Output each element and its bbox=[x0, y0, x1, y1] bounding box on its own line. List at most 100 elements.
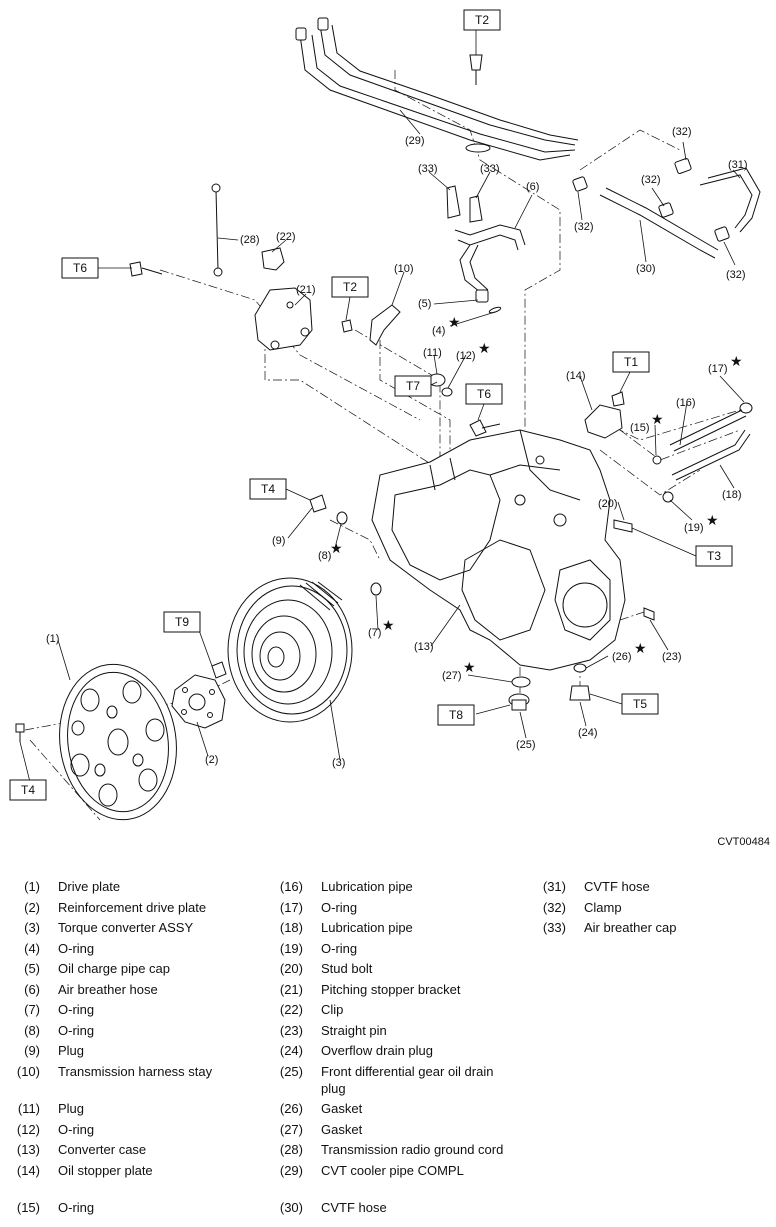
small-parts bbox=[309, 306, 753, 711]
legend-number: (28) bbox=[279, 1142, 303, 1157]
legend-number: (3) bbox=[24, 920, 40, 935]
legend-item: (24)Overflow drain plug bbox=[265, 1042, 521, 1059]
callout-32b: (32) bbox=[641, 174, 661, 186]
legend-name: Clip bbox=[321, 1002, 344, 1017]
cvtf-hoses bbox=[572, 158, 761, 259]
legend-name: Gasket bbox=[321, 1122, 363, 1137]
legend-name: Oil stopper plate bbox=[58, 1163, 153, 1178]
callout-33b: (33) bbox=[480, 163, 500, 175]
legend-item: (18)Lubrication pipe bbox=[265, 919, 521, 936]
svg-text:T1: T1 bbox=[624, 355, 638, 369]
callout-25: (25) bbox=[516, 739, 536, 751]
pipes-plate bbox=[584, 404, 751, 481]
callout-22: (22) bbox=[276, 231, 296, 243]
legend-name: O-ring bbox=[321, 941, 358, 956]
legend-name: Front differential gear oil drain plug bbox=[321, 1064, 494, 1096]
legend-item: (7)O-ring bbox=[2, 1001, 258, 1018]
legend-item: (27)Gasket bbox=[265, 1121, 521, 1138]
legend-item: (12)O-ring bbox=[2, 1121, 258, 1138]
legend-item: (22) Clip bbox=[265, 1001, 521, 1018]
legend-number: (4) bbox=[24, 941, 40, 956]
callout-8: (8) bbox=[318, 550, 331, 562]
torque-box-t1: T1 bbox=[612, 351, 650, 373]
legend-item: (11) Plug bbox=[2, 1100, 258, 1117]
legend-item: (29)CVT cooler pipe COMPL bbox=[265, 1162, 521, 1179]
legend-number: (1) bbox=[24, 879, 40, 894]
torque-box-t2-top: T2 bbox=[463, 9, 501, 31]
legend-name: Pitching stopper bracket bbox=[321, 982, 461, 997]
air-breather bbox=[446, 185, 526, 303]
legend-number: (24) bbox=[279, 1043, 303, 1058]
drive-plate bbox=[59, 663, 177, 821]
legend-number: (11) bbox=[17, 1101, 40, 1116]
callout-18: (18) bbox=[722, 489, 742, 501]
star-7: ★ bbox=[382, 618, 395, 634]
star-8: ★ bbox=[330, 541, 343, 557]
legend-name: Oil charge pipe cap bbox=[58, 961, 171, 976]
callout-17: (17) bbox=[708, 363, 728, 375]
svg-text:T2: T2 bbox=[343, 280, 357, 294]
legend-number: (23) bbox=[279, 1023, 303, 1038]
legend-item: (2)Reinforcement drive plate bbox=[2, 899, 258, 916]
legend-number: (14) bbox=[16, 1163, 40, 1178]
torque-box-t9: T9 bbox=[163, 611, 201, 633]
legend-name: CVTF hose bbox=[584, 879, 650, 894]
legend-name: O-ring bbox=[58, 1200, 95, 1215]
legend-name: Gasket bbox=[321, 1101, 363, 1116]
callout-14: (14) bbox=[566, 370, 586, 382]
callout-27: (27) bbox=[442, 670, 462, 682]
legend-number: (32) bbox=[542, 900, 566, 915]
legend-number: (16) bbox=[279, 879, 303, 894]
legend-number: (17) bbox=[279, 900, 303, 915]
legend-name: Plug bbox=[58, 1101, 85, 1116]
parts-legend: (1) Drive plate (2)Reinforcement drive pla… bbox=[0, 878, 776, 1223]
legend-number: (31) bbox=[542, 879, 566, 894]
svg-text:T6: T6 bbox=[477, 387, 491, 401]
legend-name: Straight pin bbox=[321, 1023, 387, 1038]
legend-number: (30) bbox=[279, 1200, 303, 1215]
legend-number: (2) bbox=[24, 900, 40, 915]
callout-21: (21) bbox=[296, 284, 316, 296]
svg-text:T6: T6 bbox=[73, 261, 87, 275]
svg-text:T4: T4 bbox=[21, 783, 35, 797]
callout-31: (31) bbox=[728, 159, 748, 171]
legend-number: (12) bbox=[16, 1122, 40, 1137]
callout-16: (16) bbox=[676, 397, 696, 409]
legend-number: (19) bbox=[279, 941, 303, 956]
legend-name: Lubrication pipe bbox=[321, 920, 413, 935]
legend-number: (6) bbox=[24, 982, 40, 997]
torque-box-t6-left: T6 bbox=[61, 257, 99, 279]
torque-box-t4-mid: T4 bbox=[249, 478, 287, 500]
svg-text:T8: T8 bbox=[449, 708, 463, 722]
converter-case bbox=[371, 429, 626, 671]
legend-name: Torque converter ASSY bbox=[58, 920, 194, 935]
star-12: ★ bbox=[478, 341, 491, 357]
legend-number: (7) bbox=[24, 1002, 40, 1017]
legend-name: O-ring bbox=[321, 900, 358, 915]
legend-name: Clamp bbox=[584, 900, 622, 915]
callout-15: (15) bbox=[630, 422, 650, 434]
legend-number: (5) bbox=[24, 961, 40, 976]
star-4: ★ bbox=[448, 315, 461, 331]
callout-13: (13) bbox=[414, 641, 434, 653]
star-27: ★ bbox=[463, 660, 476, 676]
torque-converter bbox=[227, 577, 353, 723]
legend-name: Plug bbox=[58, 1043, 85, 1058]
legend-item: (10)Transmission harness stay bbox=[2, 1063, 258, 1080]
svg-text:T2: T2 bbox=[475, 13, 489, 27]
legend-name: O-ring bbox=[58, 1023, 95, 1038]
legend-item: (5) Oil charge pipe cap bbox=[2, 960, 258, 977]
legend-name: Air breather hose bbox=[58, 982, 158, 997]
legend-item: (26)Gasket bbox=[265, 1100, 521, 1117]
legend-item: (30) CVTF hose bbox=[265, 1199, 521, 1216]
legend-number: (8) bbox=[24, 1023, 40, 1038]
legend-name: Transmission radio ground cord bbox=[321, 1142, 504, 1157]
legend-name: CVTF hose bbox=[321, 1200, 387, 1215]
legend-name: Drive plate bbox=[58, 879, 121, 894]
star-17: ★ bbox=[730, 354, 743, 370]
legend-item: (20)Stud bolt bbox=[265, 960, 521, 977]
callout-19: (19) bbox=[684, 522, 704, 534]
legend-number: (13) bbox=[16, 1142, 40, 1157]
legend-number: (22) bbox=[279, 1002, 303, 1017]
legend-item: (23) Straight pin bbox=[265, 1022, 521, 1039]
